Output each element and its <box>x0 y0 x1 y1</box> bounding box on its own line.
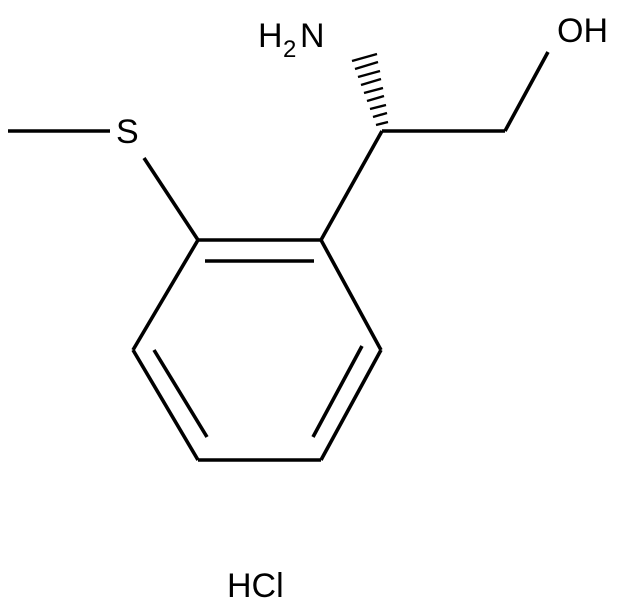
stereocenter-to-ring-bond <box>319 130 384 241</box>
hydroxyl-label: OH <box>557 12 608 50</box>
hashed-wedge-bond <box>351 52 389 127</box>
bonds <box>8 51 550 462</box>
ring-double-bond-lower-left <box>152 349 209 438</box>
ring-bond-5 <box>131 239 200 351</box>
s-to-ring-bond <box>142 157 200 241</box>
amine-nitrogen-label: N <box>300 17 325 55</box>
ring-bond-4 <box>131 349 200 461</box>
amine-hydrogen-symbol: H <box>258 17 283 55</box>
sulfur-label: S <box>116 113 139 151</box>
ring-double-bond-lower-right <box>311 345 364 438</box>
ring-bond-1 <box>319 239 383 351</box>
ch2-to-oh-bond <box>503 51 550 132</box>
amine-hydrogen-count: 2 <box>283 36 296 63</box>
hydrochloride-label: HCl <box>227 567 284 605</box>
ring-bond-2 <box>319 349 383 461</box>
